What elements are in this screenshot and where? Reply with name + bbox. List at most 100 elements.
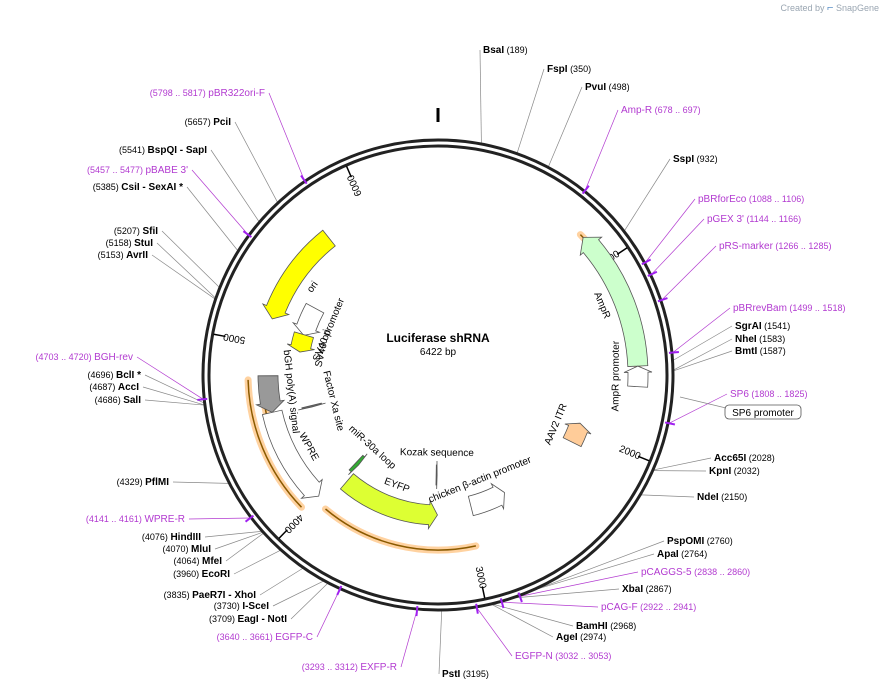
feature-kozak-sequence [435,460,438,490]
primer-label-pbrrevbam[interactable]: pBRrevBam (1499 .. 1518) [733,303,845,314]
enzyme-label-stui[interactable]: (5158) StuI [106,238,154,249]
primer-label-amp-r[interactable]: Amp-R (678 .. 697) [621,105,701,116]
site-position: (3032 .. 3053) [553,651,612,661]
enzyme-label-agei[interactable]: AgeI (2974) [556,632,606,643]
site-position: (498) [606,82,630,92]
primer-mark-pbr322ori-f [300,174,308,185]
enzyme-label-ndei[interactable]: NdeI (2150) [697,492,747,503]
tick-mark-2000 [637,455,650,462]
primer-mark-pbabe-3 [242,230,253,238]
enzyme-label-xbai[interactable]: XbaI (2867) [622,584,672,595]
leader-acci [142,386,204,406]
leader-pcaggs-5 [519,571,639,597]
site-position: (3730) [214,601,243,611]
enzyme-label-acc65i[interactable]: Acc65I (2028) [714,453,775,464]
primer-label-bgh-rev[interactable]: (4703 .. 4720) BGH-rev [36,352,133,363]
enzyme-label-mfei[interactable]: (4064) MfeI [173,556,222,567]
leader-bamhi [493,604,574,627]
primer-label-pcaggs-5[interactable]: pCAGGS-5 (2838 .. 2860) [641,567,750,578]
site-position: (2922 .. 2941) [638,602,697,612]
leader-ndei [641,494,695,498]
site-position: (678 .. 697) [652,105,701,115]
sp6-promoter-leader [679,396,727,409]
enzyme-label-pcii[interactable]: (5657) PciI [185,117,232,128]
enzyme-label-sspi[interactable]: SspI (932) [673,154,718,165]
enzyme-label-bmti[interactable]: BmtI (1587) [735,346,786,357]
leader-bgh-rev [136,356,204,400]
primer-mark-pcag-f [499,598,505,609]
feature-sv40-ori [286,331,315,353]
enzyme-label-pspomi[interactable]: PspOMI (2760) [667,536,733,547]
site-name: KpnI [709,466,731,477]
enzyme-label-acci[interactable]: (4687) AccI [89,382,139,393]
site-position: (4703 .. 4720) [36,352,95,362]
primer-mark-exfp-r [415,605,419,617]
enzyme-label-paer7i-xhoi[interactable]: (3835) PaeR7I - XhoI [164,590,257,601]
tick-mark-3000 [481,586,486,599]
leader-pbabe-3 [191,169,249,235]
primer-mark-wpre-r [244,514,255,523]
feature-bgh-poly-a-signal [255,375,286,413]
enzyme-label-bsai[interactable]: BsaI (189) [483,45,528,56]
enzyme-label-kpni[interactable]: KpnI (2032) [709,466,760,477]
site-name: EGFP-N [515,651,553,662]
site-position: (2028) [746,453,775,463]
primer-label-wpre-r[interactable]: (4141 .. 4161) WPRE-R [86,514,185,525]
site-name: PciI [213,117,231,128]
enzyme-label-sali[interactable]: (4686) SalI [95,395,142,406]
primer-label-pcag-f[interactable]: pCAG-F (2922 .. 2941) [601,602,696,613]
primer-label-pbr322ori-f[interactable]: (5798 .. 5817) pBR322ori-F [150,88,265,99]
enzyme-label-bspqi-sapi[interactable]: (5541) BspQI - SapI [119,145,207,156]
enzyme-label-ecori[interactable]: (3960) EcoRI [173,569,230,580]
feature-ori [261,229,336,320]
primer-label-sp6[interactable]: SP6 (1808 .. 1825) [730,389,807,400]
leader-exfp-r [400,609,418,668]
primer-label-pbrforeco[interactable]: pBRforEco (1088 .. 1106) [698,194,804,205]
primer-label-prs-marker[interactable]: pRS-marker (1266 .. 1285) [719,241,831,252]
site-position: (3195) [460,669,489,679]
enzyme-label-pflmi[interactable]: (4329) PflMI [117,477,170,488]
site-name: EcoRI [202,569,231,580]
primer-label-exfp-r[interactable]: (3293 .. 3312) EXFP-R [302,662,397,673]
primer-label-egfp-c[interactable]: (3640 .. 3661) EGFP-C [217,632,313,643]
site-name: pBR322ori-F [208,88,265,99]
enzyme-label-mlui[interactable]: (4070) MluI [162,544,211,555]
enzyme-label-psti[interactable]: PstI (3195) [442,669,489,680]
enzyme-label-csii-sexai[interactable]: (5385) CsiI - SexAI * [93,182,183,193]
enzyme-label-hindiii[interactable]: (4076) HindIII [142,532,201,543]
enzyme-label-fspi[interactable]: FspI (350) [547,64,591,75]
site-position: (3835) [164,590,193,600]
leader-psti [438,610,443,675]
enzyme-label-sgrai[interactable]: SgrAI (1541) [735,321,790,332]
enzyme-label-avrii[interactable]: (5153) AvrII [98,250,149,261]
orange-tracks [244,231,642,554]
enzyme-label-bcli[interactable]: (4696) BclI * [87,370,141,381]
site-position: (2032) [731,466,760,476]
site-position: (2968) [608,621,637,631]
feature-ampr-promoter [623,365,653,388]
leader-sgrai [673,325,733,361]
primer-label-pgex-3[interactable]: pGEX 3' (1144 .. 1166) [707,214,801,225]
leader-sfii [161,230,220,288]
enzyme-label-i-scei[interactable]: (3730) I-SceI [214,601,269,612]
primer-mark-bgh-rev [197,397,208,401]
enzyme-label-bamhi[interactable]: BamHI (2968) [576,621,636,632]
enzyme-label-pvui[interactable]: PvuI (498) [585,82,630,93]
site-position: (1808 .. 1825) [749,389,808,399]
primer-label-egfp-n[interactable]: EGFP-N (3032 .. 3053) [515,651,611,662]
leader-stui [156,242,216,298]
enzyme-label-nhei[interactable]: NheI (1583) [735,334,785,345]
leader-bsai [479,49,482,144]
site-position: (4141 .. 4161) [86,514,145,524]
site-name: PvuI [585,82,606,93]
site-name: SfiI [142,226,158,237]
site-position: (3640 .. 3661) [217,632,276,642]
enzyme-label-eagi-noti[interactable]: (3709) EagI - NotI [209,614,287,625]
site-name: CsiI - SexAI * [121,182,183,193]
site-position: (932) [694,154,718,164]
enzyme-label-sfii[interactable]: (5207) SfiI [114,226,158,237]
site-name: pBRforEco [698,194,747,205]
enzyme-label-apai[interactable]: ApaI (2764) [657,549,707,560]
primer-label-pbabe-3[interactable]: (5457 .. 5477) pBABE 3' [87,165,188,176]
site-name: MluI [191,544,211,555]
